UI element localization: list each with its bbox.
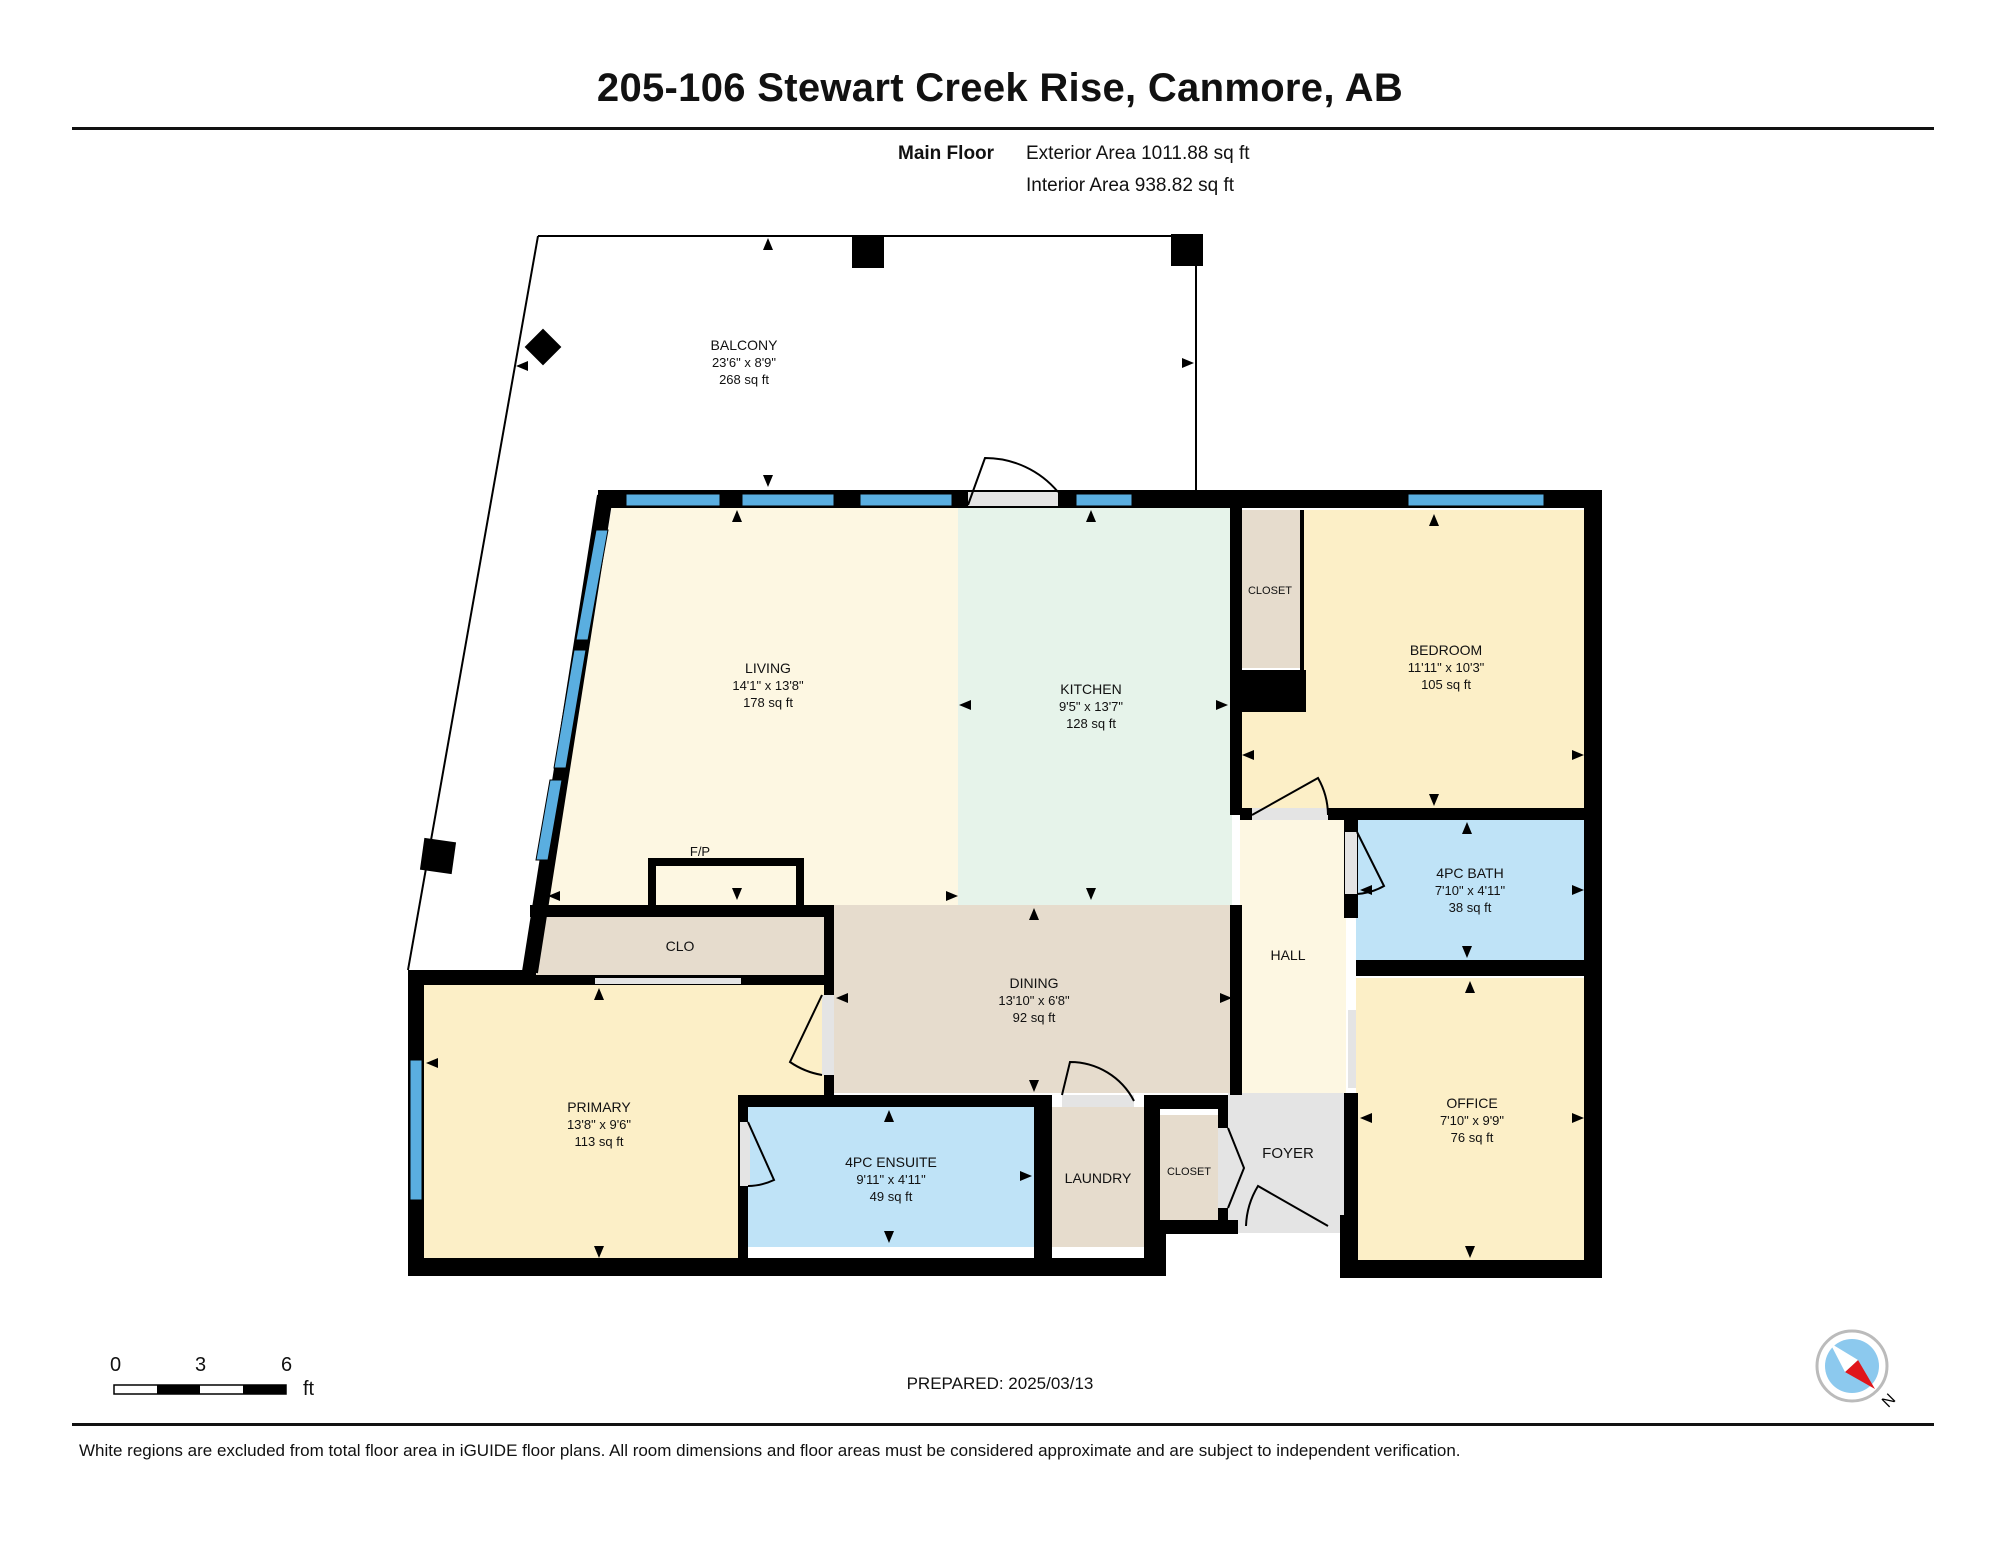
living-dims: 14'1" x 13'8" [732,678,804,693]
laundry-room [1052,1107,1144,1247]
office-room [1356,978,1588,1262]
bath-name: 4PC BATH [1436,865,1503,881]
dining-name: DINING [1010,975,1059,991]
scale-tick-3: 3 [195,1354,207,1376]
kitchen-room [958,505,1232,905]
balcony-name: BALCONY [711,337,779,353]
primary-room [424,985,824,1262]
primary-area: 113 sq ft [575,1134,624,1149]
bedroom-closet-room [1242,510,1304,668]
floor-label: Main Floor [898,143,995,164]
scale-tick-0: 0 [110,1354,122,1376]
balcony-dims: 23'6" x 8'9" [712,355,776,370]
foyer-room [1228,1093,1346,1233]
bath-area: 38 sq ft [1449,900,1492,915]
clo-room [536,915,824,975]
living-area: 178 sq ft [743,695,793,710]
bath-room [1356,818,1588,962]
disclaimer: White regions are excluded from total fl… [79,1441,1461,1460]
primary-dims: 13'8" x 9'6" [567,1117,631,1132]
office-name: OFFICE [1446,1095,1497,1111]
bottom-rule [72,1423,1934,1426]
ensuite-area: 49 sq ft [870,1189,913,1204]
office-dims: 7'10" x 9'9" [1440,1113,1504,1128]
foyer-name: FOYER [1262,1145,1314,1162]
balcony-post [852,236,884,268]
living-name: LIVING [745,660,791,676]
office-area: 76 sq ft [1451,1130,1494,1145]
foyer-closet-room [1160,1115,1218,1227]
page-title: 205-106 Stewart Creek Rise, Canmore, AB [596,66,1404,110]
dining-area: 92 sq ft [1013,1010,1056,1025]
dimension-markers [426,238,1584,1258]
foyer-closet-name: CLOSET [1167,1166,1211,1178]
bedroom-dims: 11'11" x 10'3" [1408,660,1485,675]
dining-dims: 13'10" x 6'8" [998,993,1070,1008]
windows [409,493,1545,1201]
primary-name: PRIMARY [567,1099,631,1115]
compass-icon [1815,1329,1889,1403]
kitchen-dims: 9'5" x 13'7" [1059,699,1123,714]
bedroom-closet-name: CLOSET [1248,585,1292,597]
living-room [548,505,958,905]
balcony-post [524,328,562,366]
hall-room [1240,818,1346,1093]
exterior-area: Exterior Area 1011.88 sq ft [1026,143,1250,164]
prepared-date: PREPARED: 2025/03/13 [906,1374,1094,1393]
clo-name: CLO [666,938,695,954]
laundry-name: LAUNDRY [1065,1170,1132,1186]
scale-unit: ft [303,1378,315,1400]
ensuite-dims: 9'11" x 4'11" [856,1172,926,1187]
balcony-post [1171,234,1203,266]
scale-tick-6: 6 [281,1354,293,1376]
ensuite-name: 4PC ENSUITE [845,1154,937,1170]
interior-area: Interior Area 938.82 sq ft [1026,175,1235,196]
fp-name: F/P [690,844,710,859]
bedroom-room [1240,510,1588,813]
scale-bar [113,1384,287,1395]
bedroom-name: BEDROOM [1410,642,1482,658]
balcony-post [419,837,457,875]
kitchen-area: 128 sq ft [1066,716,1116,731]
hall-name: HALL [1270,947,1305,963]
ensuite-room [748,1107,1034,1247]
balcony-area: 268 sq ft [719,372,769,387]
balcony-outline [538,235,1197,493]
bath-dims: 7'10" x 4'11" [1435,883,1506,898]
dining-room [834,905,1236,1093]
top-rule [72,127,1934,130]
bedroom-area: 105 sq ft [1421,677,1471,692]
kitchen-name: KITCHEN [1060,681,1121,697]
doors [595,456,1386,1232]
